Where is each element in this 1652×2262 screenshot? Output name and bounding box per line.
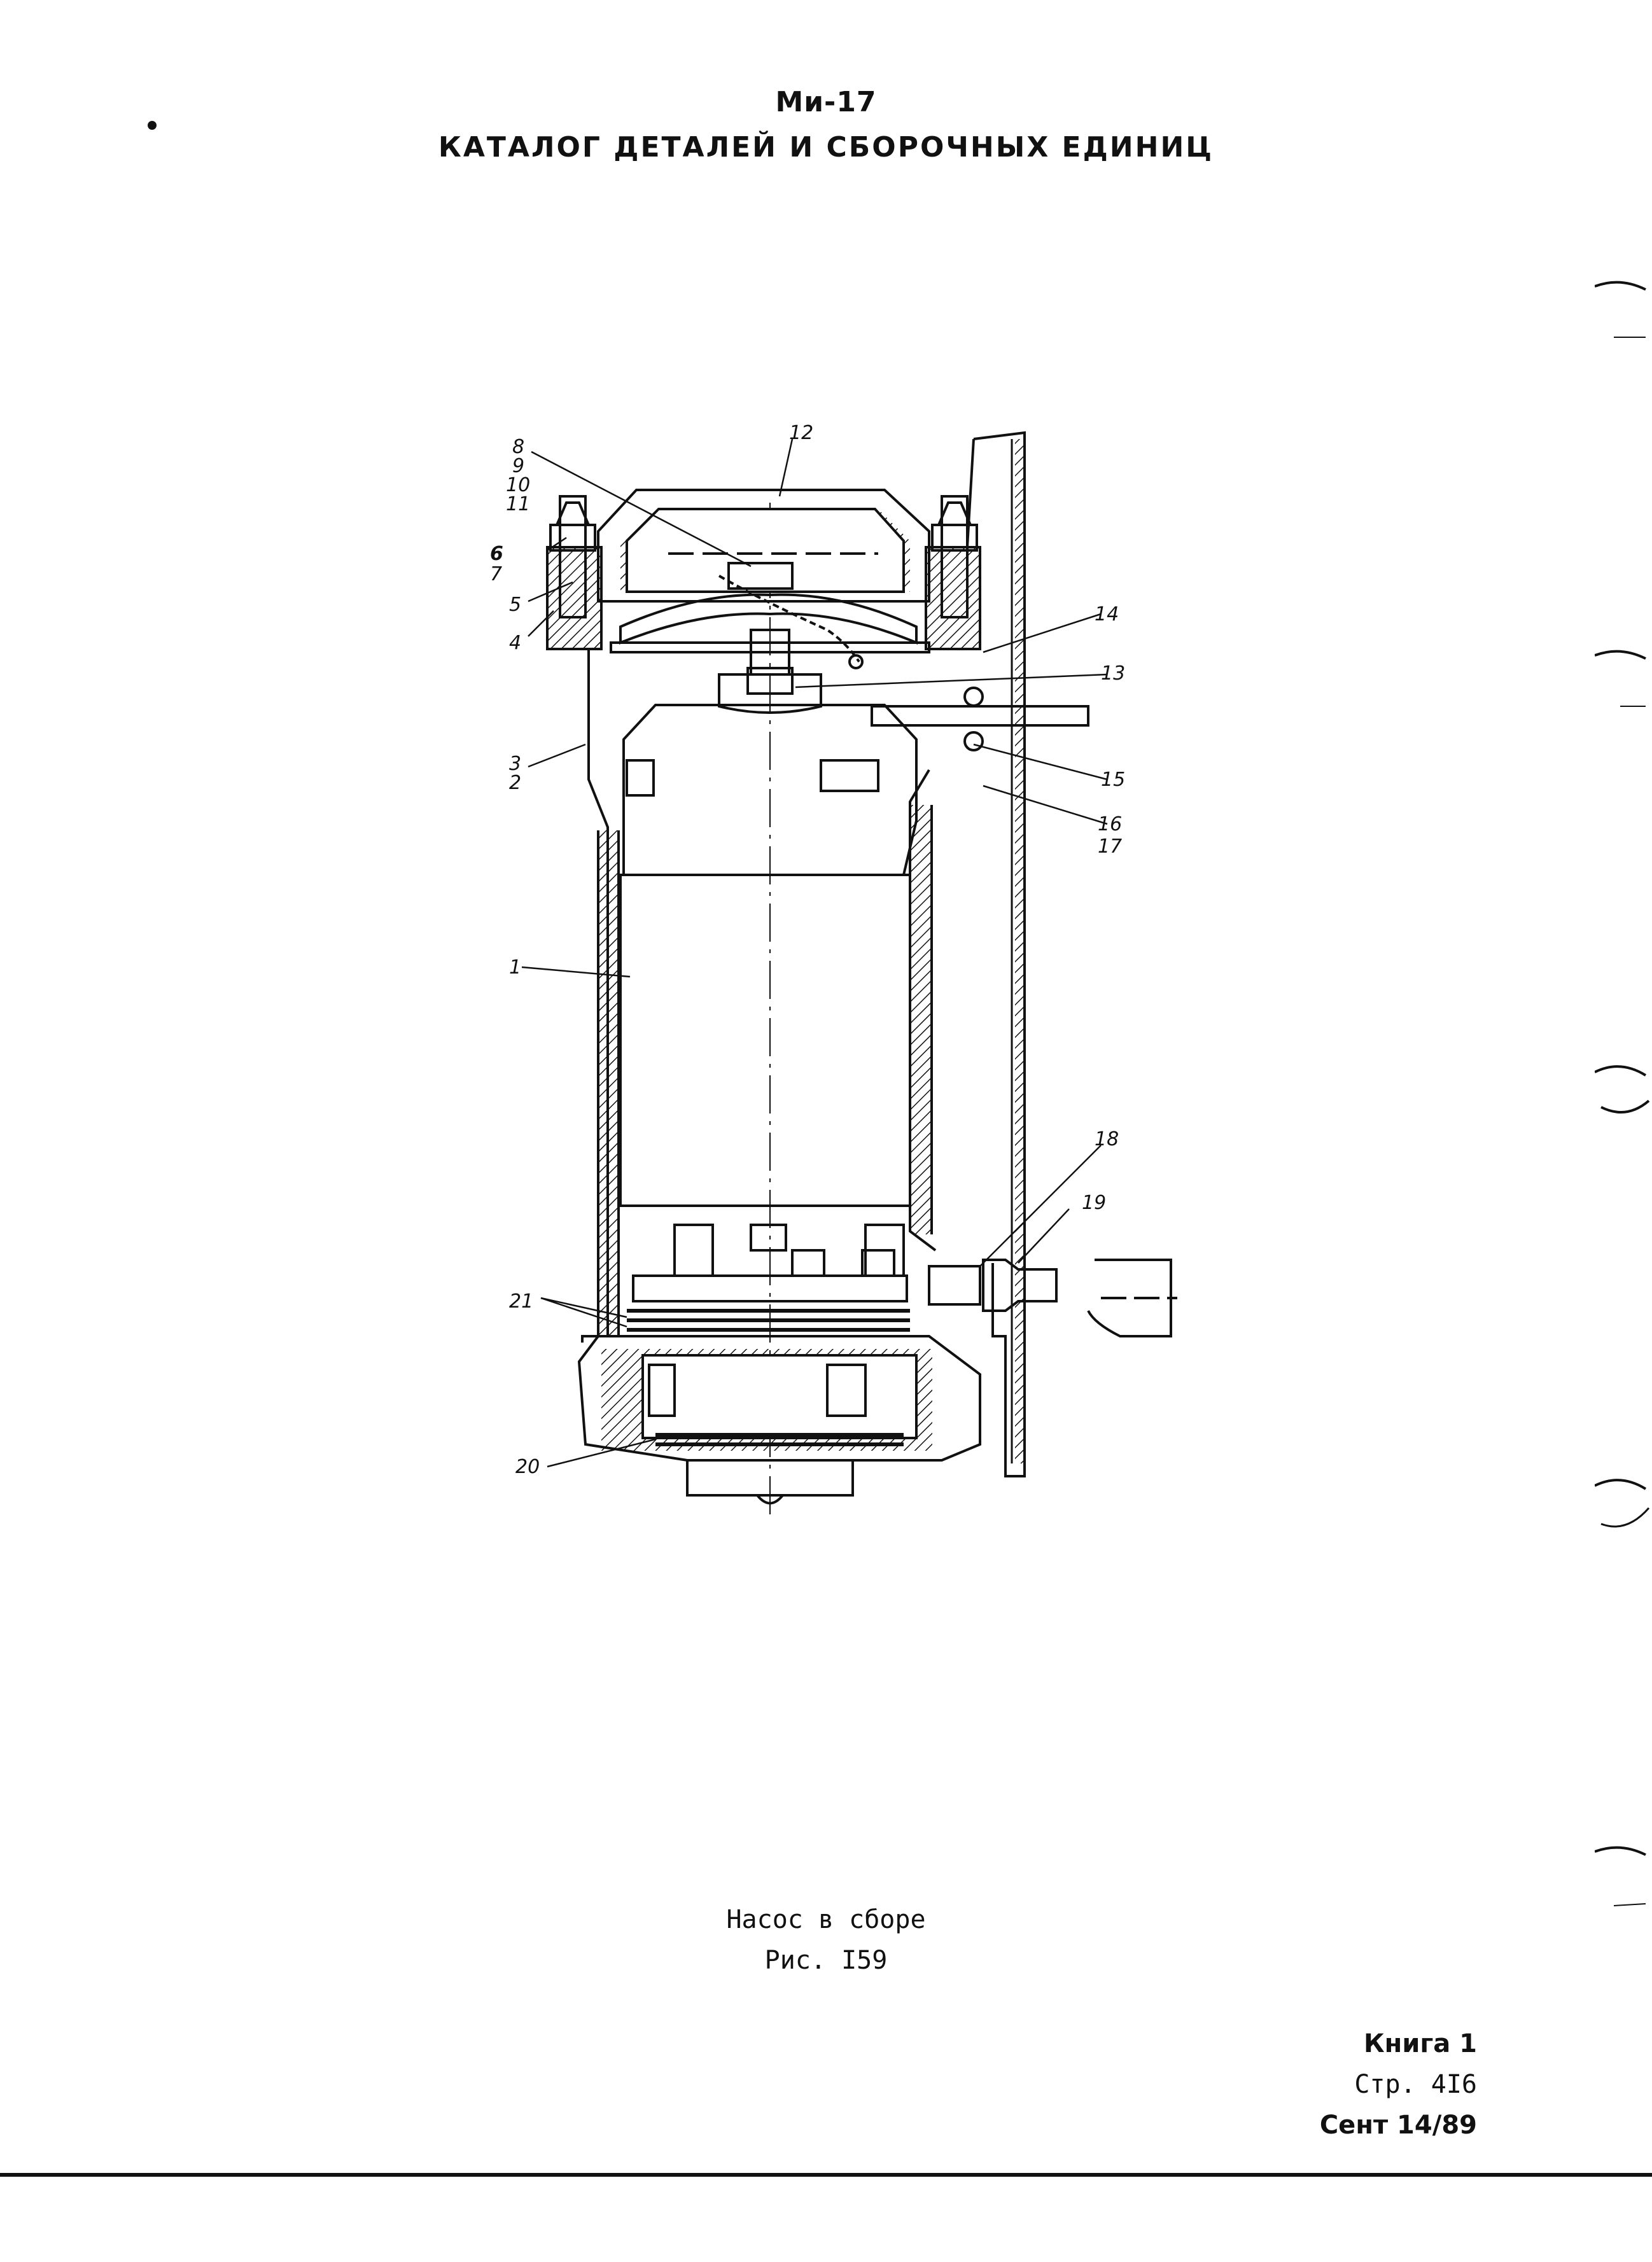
footer-page-number: Стр. 4I6	[1354, 2070, 1477, 2099]
binder-hole-mark	[1595, 1479, 1650, 1528]
lever-arm	[871, 705, 1089, 727]
binder-hole-mark	[1595, 281, 1646, 338]
caption-title: Насос в сборе	[726, 1905, 926, 1934]
seal-20	[655, 1433, 904, 1446]
callout-8: 8	[512, 436, 524, 458]
callout-7: 7	[490, 563, 502, 585]
top-nut	[727, 562, 794, 590]
footer-book: Книга 1	[1363, 2029, 1477, 2058]
inner-nut-left	[648, 1364, 676, 1417]
callout-6: 6	[490, 543, 503, 565]
coupling	[718, 673, 822, 714]
callout-2: 2	[509, 772, 521, 794]
callout-21: 21	[509, 1290, 533, 1313]
callout-14: 14	[1095, 603, 1119, 625]
callout-18: 18	[1095, 1128, 1119, 1150]
seal-rings	[627, 1309, 910, 1332]
callout-10: 10	[506, 474, 530, 496]
callout-17: 17	[1098, 835, 1122, 858]
binder-hole-mark	[1595, 1065, 1650, 1114]
caption-figure-number: Рис. I59	[764, 1946, 888, 1975]
callout-13: 13	[1101, 662, 1125, 685]
callout-3: 3	[509, 753, 521, 775]
right-flange	[925, 546, 981, 650]
figure-caption: Насос в сборе Рис. I59	[0, 1899, 1652, 1981]
inner-nut-right	[826, 1364, 867, 1417]
left-flange	[546, 546, 603, 650]
left-bolt	[559, 495, 587, 618]
bearing-plate	[632, 1274, 908, 1302]
window-left	[626, 759, 655, 797]
fitting-19	[982, 1259, 1058, 1312]
page-footer: Книга 1 Стр. 4I6 Сент 14/89	[1320, 2023, 1477, 2146]
bottom-rule	[0, 2173, 1652, 2177]
right-bolt	[941, 495, 969, 618]
drain-pipe	[1087, 1259, 1172, 1337]
callout-5: 5	[509, 594, 521, 616]
callout-9: 9	[512, 455, 524, 477]
speck-mark	[148, 121, 157, 130]
callout-16: 16	[1098, 813, 1122, 835]
callout-1: 1	[509, 956, 521, 979]
binder-hole-mark	[1595, 1846, 1646, 1906]
callout-12: 12	[789, 422, 813, 444]
callout-4: 4	[509, 632, 521, 654]
page-title: КАТАЛОГ ДЕТАЛЕЙ И СБОРОЧНЫХ ЕДИНИЦ	[438, 131, 1214, 164]
binder-hole-mark	[1595, 650, 1646, 707]
footer-date: Сент 14/89	[1319, 2111, 1477, 2140]
window-center	[820, 759, 879, 792]
callout-15: 15	[1101, 769, 1125, 791]
lower-nut-center	[750, 1224, 787, 1252]
mounting-bracket	[973, 431, 1026, 1477]
housing-right-wall-hatch	[910, 805, 932, 1234]
callout-11: 11	[506, 493, 530, 515]
base-housing	[577, 1335, 981, 1462]
bottom-cap	[686, 1460, 854, 1497]
housing-left-wall-hatch	[598, 830, 619, 1336]
motor-cylinder	[619, 874, 911, 1207]
callout-20: 20	[515, 1456, 540, 1478]
callout-19: 19	[1082, 1192, 1106, 1214]
page-header: Ми-17 КАТАЛОГ ДЕТАЛЕЙ И СБОРОЧНЫХ ЕДИНИЦ	[0, 86, 1652, 164]
fitting-18	[928, 1265, 981, 1306]
document-code: Ми-17	[775, 86, 877, 118]
